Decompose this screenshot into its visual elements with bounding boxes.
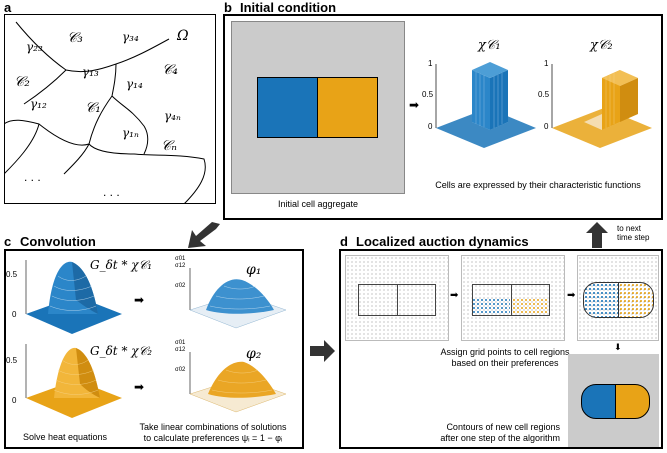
panel-b-letter: b xyxy=(224,0,232,15)
label-g4n: γ₄ₙ xyxy=(164,109,181,123)
g1-tick-05: 0.5 xyxy=(6,270,18,279)
chi1-tick-05: 0.5 xyxy=(422,90,434,99)
heat-caption: Solve heat equations xyxy=(22,432,108,442)
label-g1n: γ₁ₙ xyxy=(122,126,139,140)
arrow-up-icon xyxy=(586,222,608,248)
assign-caption-1: Assign grid points to cell regions xyxy=(440,347,570,357)
chi1-label: χ𝒞₁ xyxy=(478,38,501,53)
contours-caption-2: after one step of the algorithm xyxy=(440,433,560,443)
arrow-right-icon-d2: ➡ xyxy=(567,290,576,301)
next-step-line2: time step xyxy=(617,233,650,242)
arrow-right-icon-c2: ➡ xyxy=(134,380,145,394)
chi2-label: χ𝒞₂ xyxy=(590,38,613,53)
panel-d-frame xyxy=(339,249,663,449)
label-omega: Ω xyxy=(177,28,189,44)
panel-d-title: Localized auction dynamics xyxy=(356,234,529,249)
orange-contour xyxy=(618,282,654,318)
label-g13: γ₁₃ xyxy=(82,65,99,79)
label-c1: 𝒞₁ xyxy=(85,100,101,116)
preferences-caption-1: Take linear combinations of solutions xyxy=(139,422,287,432)
label-c3: 𝒞₃ xyxy=(67,30,83,46)
label-g23: γ₂₃ xyxy=(26,40,43,54)
phi1-sigma-02: σ02 xyxy=(175,283,186,289)
phi2-plot xyxy=(189,352,287,413)
preferences-caption-2: to calculate preferences ψᵢ = 1 − φᵢ xyxy=(143,433,283,443)
panel-d-letter: d xyxy=(340,234,348,249)
cell-1-square xyxy=(257,77,318,138)
arrow-down-icon-d: ⬇ xyxy=(614,343,622,353)
panel-c-title: Convolution xyxy=(20,234,96,249)
panel-b-frame xyxy=(223,14,663,220)
phi2-sigma-ticks: σ01 σ12 xyxy=(175,340,185,354)
grid-empty-divider xyxy=(397,284,398,316)
g2-heat-plot xyxy=(25,344,122,418)
panel-c-frame xyxy=(4,249,304,449)
phi1-sigma-12: σ12 xyxy=(175,263,186,269)
arrow-right-big-icon xyxy=(310,340,335,362)
chi2-tick-1: 1 xyxy=(544,59,549,68)
label-g14: γ₁₄ xyxy=(126,77,143,91)
label-g12: γ₁₂ xyxy=(30,97,47,111)
label-c4: 𝒞₄ xyxy=(162,62,178,78)
functions-caption: Cells are expressed by their characteris… xyxy=(435,180,641,190)
g2-label: G_δt * χ𝒞₂ xyxy=(90,344,153,358)
chi1-tick-0: 0 xyxy=(428,122,433,131)
blue-assigned-points xyxy=(472,298,510,316)
panel-c-letter: c xyxy=(4,234,12,249)
phi1-sigma-ticks: σ01 σ12 xyxy=(175,256,185,270)
result-orange-cell xyxy=(615,384,650,419)
contours-caption-1: Contours of new cell regions xyxy=(446,422,560,432)
phi1-plot xyxy=(189,268,287,329)
blue-contour xyxy=(583,282,619,318)
panel-a-letter: a xyxy=(4,0,12,15)
arrow-right-icon-c1: ➡ xyxy=(134,293,145,307)
chi2-tick-0: 0 xyxy=(544,122,549,131)
phi1-label: φ₁ xyxy=(246,262,262,278)
phi2-sigma-02: σ02 xyxy=(175,367,186,373)
panel-b-title: Initial condition xyxy=(240,0,337,15)
chi2-tick-05: 0.5 xyxy=(538,90,550,99)
result-blue-cell xyxy=(581,384,616,419)
aggregate-caption: Initial cell aggregate xyxy=(277,199,359,209)
assign-caption-2: based on their preferences xyxy=(451,358,559,368)
ellipsis-left: . . . xyxy=(24,170,41,184)
cell-2-square xyxy=(317,77,378,138)
arrow-right-icon-d1: ➡ xyxy=(450,290,459,301)
orange-assigned-points xyxy=(512,298,550,316)
next-step-label: to next time step xyxy=(617,224,649,242)
cell-boundaries-diagram xyxy=(4,21,206,204)
panel-a-frame xyxy=(4,14,216,204)
label-c2: 𝒞₂ xyxy=(14,74,30,90)
g2-tick-0: 0 xyxy=(12,396,17,405)
g2-tick-05: 0.5 xyxy=(6,356,18,365)
ellipsis-right: . . . xyxy=(103,185,120,199)
chi1-tick-1: 1 xyxy=(428,59,433,68)
next-step-line1: to next xyxy=(617,224,642,233)
chi2-surface-plot xyxy=(551,64,652,148)
phi2-label: φ₂ xyxy=(246,346,262,362)
chi1-surface-plot xyxy=(435,62,536,148)
g1-heat-plot xyxy=(25,260,122,334)
label-cn: 𝒞ₙ xyxy=(161,138,177,154)
grid-assigned-divider xyxy=(511,284,512,316)
g1-label: G_δt * χ𝒞₁ xyxy=(90,258,153,272)
label-g34: γ₃₄ xyxy=(122,30,139,44)
arrow-right-icon: ➡ xyxy=(409,98,420,112)
phi1-sigma-01: σ01 xyxy=(175,256,186,262)
g1-tick-0: 0 xyxy=(12,310,17,319)
phi2-sigma-01: σ01 xyxy=(175,340,186,346)
arrow-down-left-icon xyxy=(188,222,220,248)
phi2-sigma-12: σ12 xyxy=(175,347,186,353)
